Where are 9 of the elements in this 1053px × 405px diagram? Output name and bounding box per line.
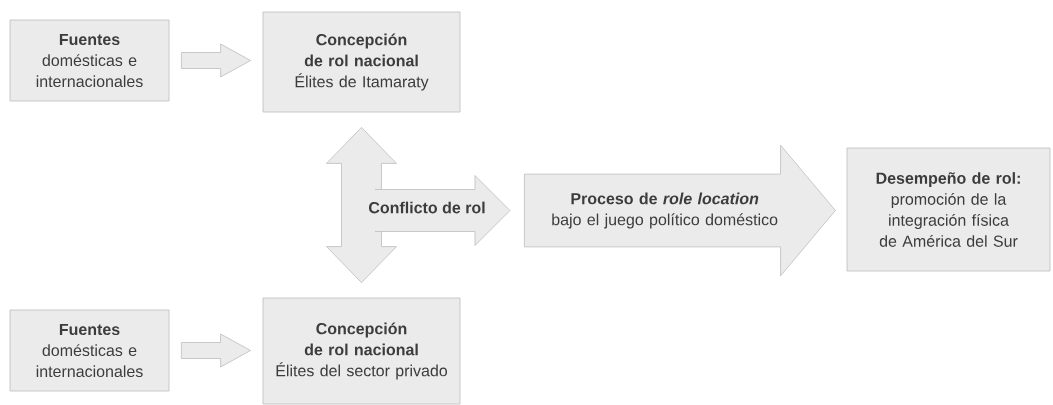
block-arrow (181, 43, 251, 78)
text-box: Fuentes domésticas e internacionales (9, 19, 170, 102)
text-box: Desempeño de rol: promoción de la integración física de América del Sur (846, 147, 1051, 272)
text-box: Fuentes domésticas e internacionales (9, 309, 170, 392)
text-box: Concepción de rol nacional Élites de Itamaraty (262, 11, 461, 113)
block-arrow (326, 127, 397, 283)
text-box: Concepción de rol nacional Élites del sector privado (262, 297, 461, 405)
block-arrow (181, 333, 251, 368)
arrow-box: Proceso de role location bajo el juego político doméstico (524, 144, 836, 277)
